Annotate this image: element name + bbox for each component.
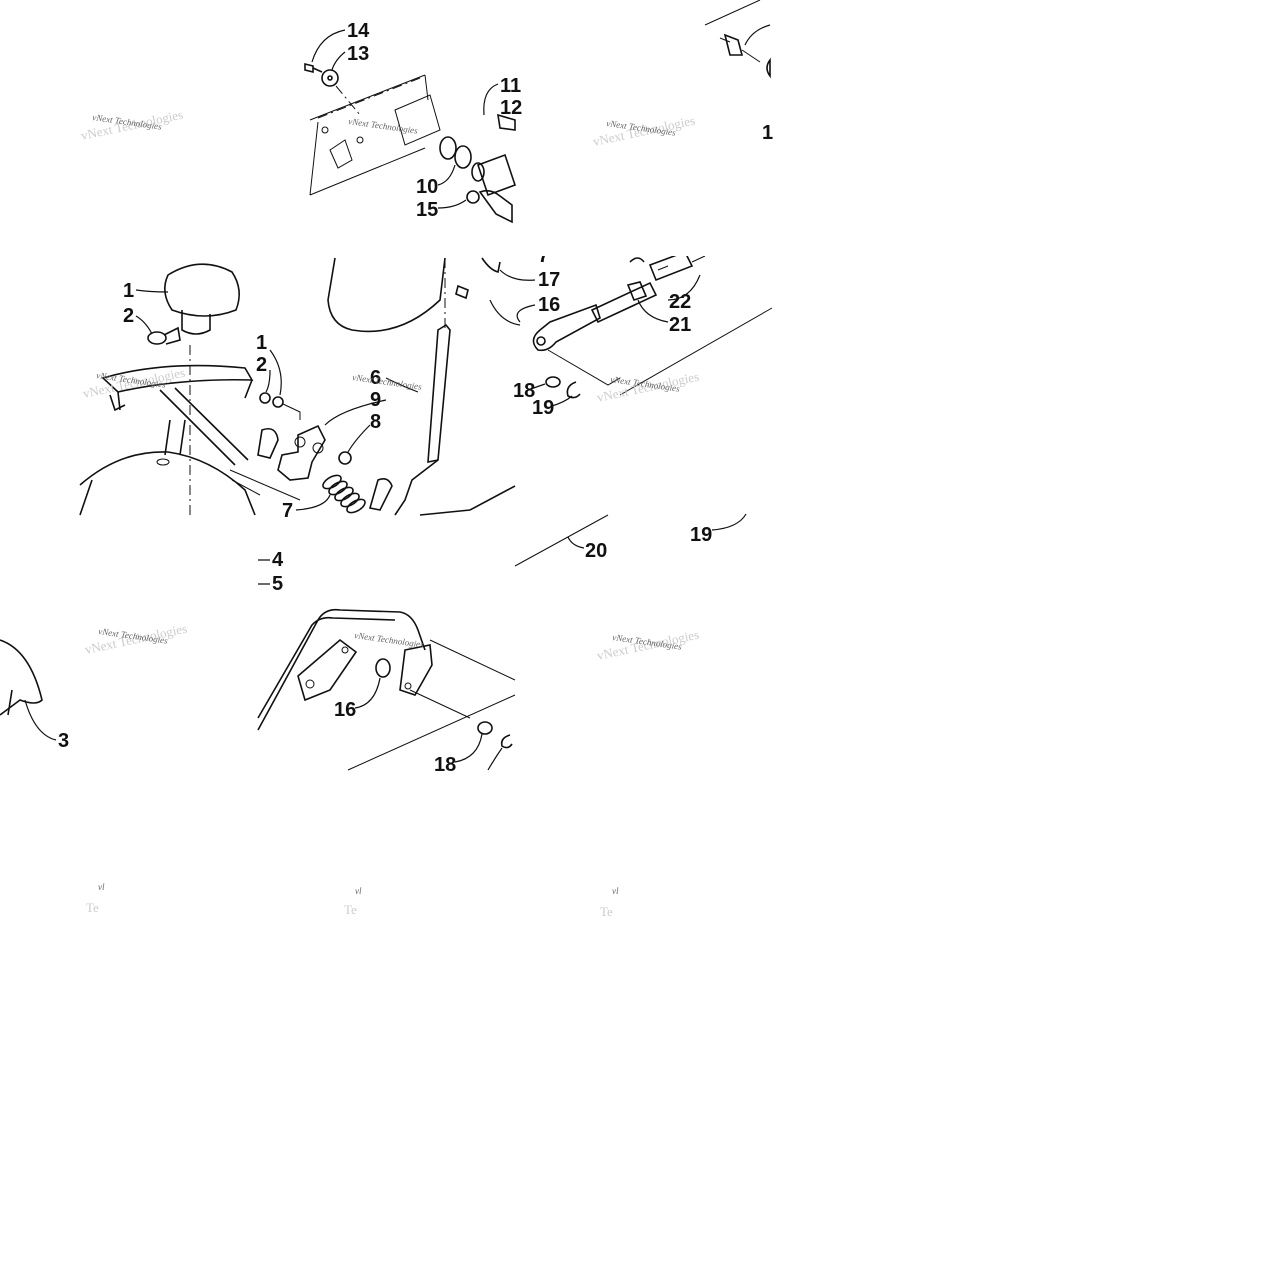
callout-18-upper: 18: [513, 380, 535, 402]
callout-1-right: 1: [762, 122, 773, 144]
callout-11: 11: [500, 75, 521, 97]
callout-9: 9: [370, 389, 381, 411]
callout-10: 10: [416, 176, 438, 198]
callout-2-pin: 2: [123, 305, 134, 327]
watermark-8: vNext Technologies: [354, 630, 425, 650]
callout-17: 17: [538, 269, 560, 291]
spring: [322, 474, 366, 514]
watermark-frag-2: vl: [355, 886, 362, 896]
callout-22: 22: [669, 291, 691, 313]
callout-4: 4: [272, 549, 284, 571]
tile-linkage-rod: 22 21 18 19: [513, 251, 773, 419]
callout-8: 8: [370, 411, 381, 433]
callout-5: 5: [272, 573, 283, 595]
callout-19-upper: 19: [532, 397, 554, 419]
tile-knob-housing: 1 2: [79, 263, 256, 516]
callout-7-spring: 7: [282, 500, 293, 522]
watermark-frag-3: vl: [612, 886, 619, 896]
callout-15: 15: [416, 199, 438, 221]
tile-grip-cover: 3: [0, 639, 69, 752]
watermark-2: vNext Technologies: [348, 116, 419, 136]
tile-lever-spring: 1 2 6 9 8 7 7 17 16: [229, 245, 560, 522]
tile-bracket-arm: 16 18: [257, 608, 516, 776]
svg-text:Te: Te: [600, 904, 613, 919]
callout-12: 12: [500, 97, 522, 119]
svg-text:Te: Te: [344, 902, 357, 917]
tile-row3-partials: 20 19 4 5: [258, 513, 747, 595]
callout-1-knob: 1: [123, 280, 134, 302]
callout-13: 13: [347, 43, 369, 65]
callout-16-lower: 16: [334, 699, 356, 721]
callout-21: 21: [669, 314, 691, 336]
callout-16-upper: 16: [538, 294, 560, 316]
tile-bracket-shaft: 14 13 11 12 10 15: [304, 20, 522, 224]
callout-2-washer: 2: [256, 354, 267, 376]
callout-3: 3: [58, 730, 69, 752]
svg-text:Te: Te: [86, 900, 99, 915]
watermark-5: vNext Technologies: [352, 372, 423, 392]
callout-6: 6: [370, 367, 381, 389]
callout-18-lower: 18: [434, 754, 456, 776]
callout-14: 14: [347, 20, 370, 42]
tile-fitting: 1: [704, 0, 773, 144]
callout-1-washer: 1: [256, 332, 267, 354]
callout-19-lower: 19: [690, 524, 712, 546]
callout-20: 20: [585, 540, 607, 562]
watermark-frag-1: vl: [98, 882, 105, 892]
